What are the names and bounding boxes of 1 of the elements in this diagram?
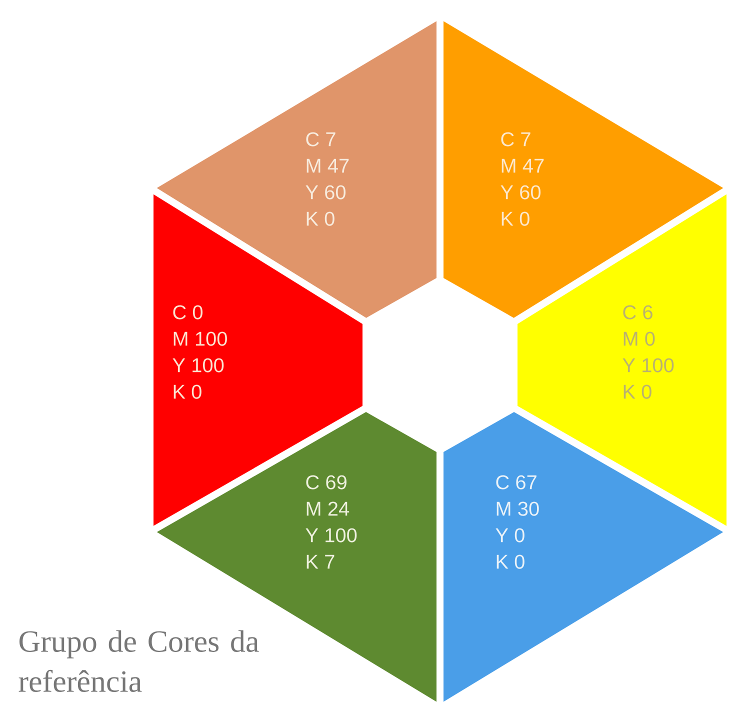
caption: Grupo de Cores da referência <box>18 630 259 692</box>
